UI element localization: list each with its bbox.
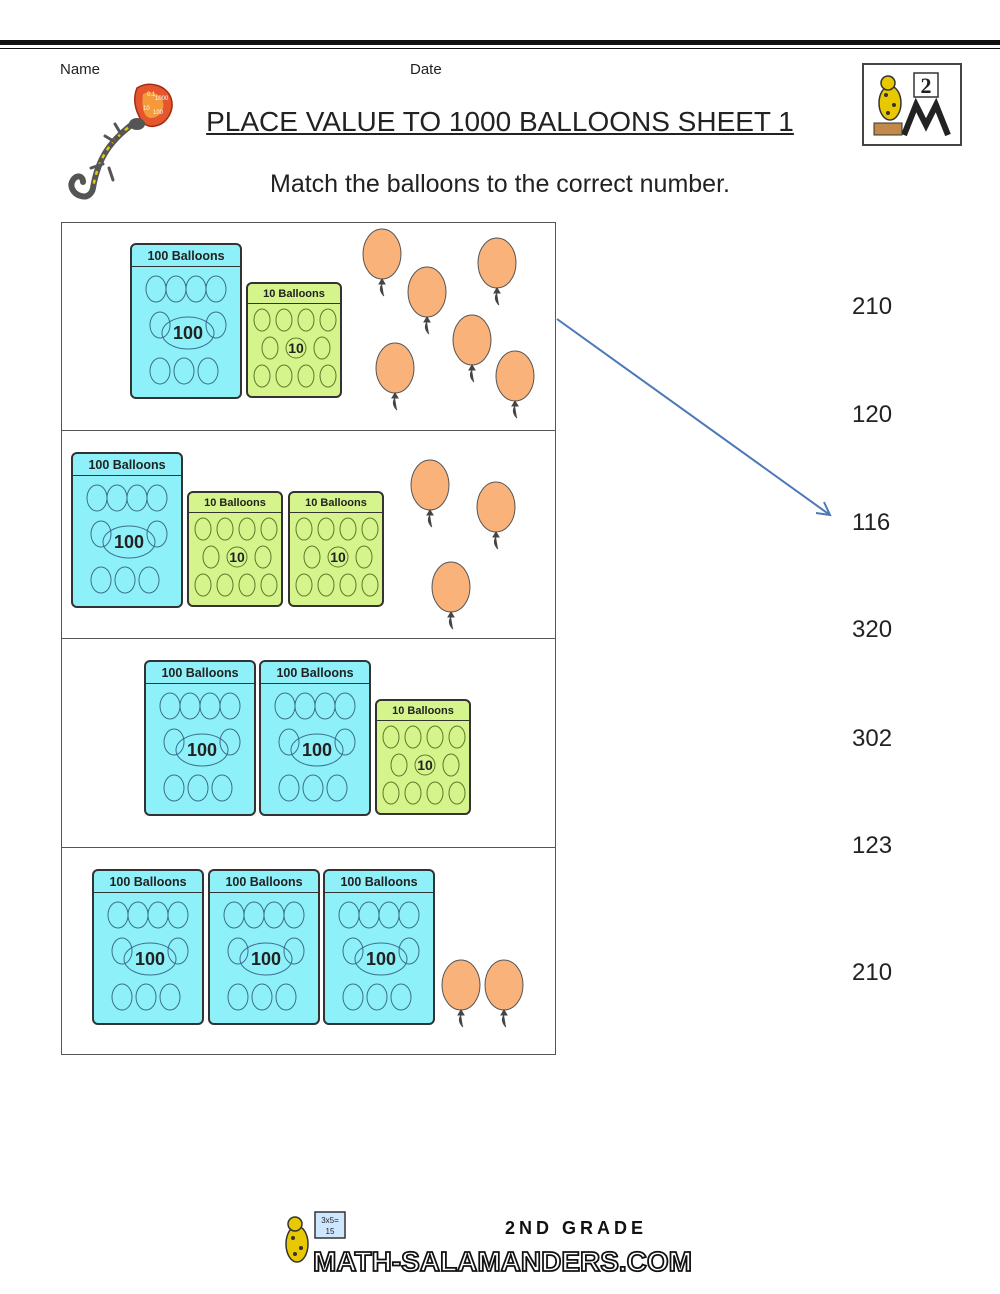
pack-value: 100: [134, 949, 166, 969]
top-rule-thick: [0, 40, 1000, 45]
answer-number: 210: [852, 293, 893, 320]
pack-title: 10 Balloons: [290, 493, 382, 513]
pack-title: 100 Balloons: [132, 245, 240, 267]
instruction-text: Match the balloons to the correct number…: [270, 170, 730, 198]
pack-value: 100: [186, 740, 218, 760]
pack-value: 100: [250, 949, 282, 969]
balloon-icon: [407, 266, 447, 335]
balloon-bunch-icon: [253, 308, 337, 388]
balloon-icon: [452, 314, 492, 383]
balloon-bunch-icon: [145, 275, 227, 385]
grade-badge-number: 2: [921, 73, 932, 98]
balloon-bunch-icon: [223, 901, 305, 1011]
pack-title: 100 Balloons: [325, 871, 433, 893]
hundred-balloons-pack: 100 Balloons 100: [71, 452, 183, 608]
pack-value: 100: [172, 323, 204, 343]
example-arrow-icon: [556, 318, 832, 517]
footer-grade: 2ND GRADE: [505, 1218, 647, 1238]
pack-title: 10 Balloons: [377, 701, 469, 721]
math-salamanders-footer-logo: 3x5= 15 2ND GRADE MATH-SALAMANDERS.COM: [285, 1211, 693, 1278]
board-text-line1: 3x5=: [321, 1216, 339, 1225]
board-text-line2: 15: [326, 1227, 335, 1236]
answer-number: 123: [852, 832, 893, 859]
balloon-bunch-icon: [274, 692, 356, 802]
balloon-icon: [441, 959, 481, 1028]
answer-number: 320: [852, 616, 893, 643]
grade-badge-logo: 2: [862, 63, 962, 146]
pack-title: 100 Balloons: [210, 871, 318, 893]
answer-number: 120: [852, 401, 893, 428]
row-divider: [62, 430, 556, 431]
balloon-bunch-icon: [159, 692, 241, 802]
flame-number-3: 100: [153, 110, 164, 116]
balloon-bunch-icon: [295, 517, 379, 597]
balloon-bunch-icon: [107, 901, 189, 1011]
balloon-bunch-icon: [194, 517, 278, 597]
salamander-mascot-icon: 0.1 1000 10 100: [68, 83, 173, 200]
flame-number-2: 10: [143, 106, 150, 112]
hundred-balloons-pack: 100 Balloons 100: [323, 869, 435, 1025]
hundred-balloons-pack: 100 Balloons 100: [259, 660, 371, 816]
pack-value: 10: [288, 340, 304, 356]
balloon-icon: [484, 959, 524, 1028]
hundred-balloons-pack: 100 Balloons 100: [130, 243, 242, 399]
pack-value: 100: [113, 532, 145, 552]
balloon-bunch-icon: [86, 484, 168, 594]
pack-title: 10 Balloons: [189, 493, 281, 513]
pack-value: 10: [330, 549, 346, 565]
ten-balloons-pack: 10 Balloons 10: [288, 491, 384, 607]
answer-number: 302: [852, 725, 893, 752]
balloon-bunch-icon: [382, 725, 466, 805]
salamander-logo-icon: 2: [873, 72, 951, 137]
footer-site: MATH-SALAMANDERS.COM: [313, 1246, 692, 1277]
balloon-bunch-icon: [338, 901, 420, 1011]
hundred-balloons-pack: 100 Balloons 100: [144, 660, 256, 816]
flame-number-1: 1000: [155, 96, 169, 102]
row-divider: [62, 638, 556, 639]
ten-balloons-pack: 10 Balloons 10: [246, 282, 342, 398]
pack-value: 10: [417, 757, 433, 773]
pack-title: 100 Balloons: [94, 871, 202, 893]
ten-balloons-pack: 10 Balloons 10: [187, 491, 283, 607]
balloon-icon: [495, 350, 535, 419]
balloon-icon: [431, 561, 471, 630]
answer-number: 116: [852, 509, 891, 536]
pack-title: 100 Balloons: [146, 662, 254, 684]
balloon-icon: [362, 228, 402, 297]
pack-value: 100: [301, 740, 333, 760]
pack-title: 100 Balloons: [73, 454, 181, 476]
page-title: PLACE VALUE TO 1000 BALLOONS SHEET 1: [206, 106, 794, 137]
hundred-balloons-pack: 100 Balloons 100: [92, 869, 204, 1025]
balloon-icon: [410, 459, 450, 528]
answer-number: 210: [852, 959, 893, 986]
pack-value: 100: [365, 949, 397, 969]
pack-title: 10 Balloons: [248, 284, 340, 304]
row-divider: [62, 847, 556, 848]
hundred-balloons-pack: 100 Balloons 100: [208, 869, 320, 1025]
top-rule-thin: [0, 48, 1000, 49]
pack-title: 100 Balloons: [261, 662, 369, 684]
balloon-icon: [477, 237, 517, 306]
date-label: Date: [410, 61, 442, 78]
flame-number-0: 0.1: [147, 92, 156, 98]
balloon-icon: [375, 342, 415, 411]
balloon-icon: [476, 481, 516, 550]
name-label: Name: [60, 61, 101, 78]
pack-value: 10: [229, 549, 245, 565]
ten-balloons-pack: 10 Balloons 10: [375, 699, 471, 815]
